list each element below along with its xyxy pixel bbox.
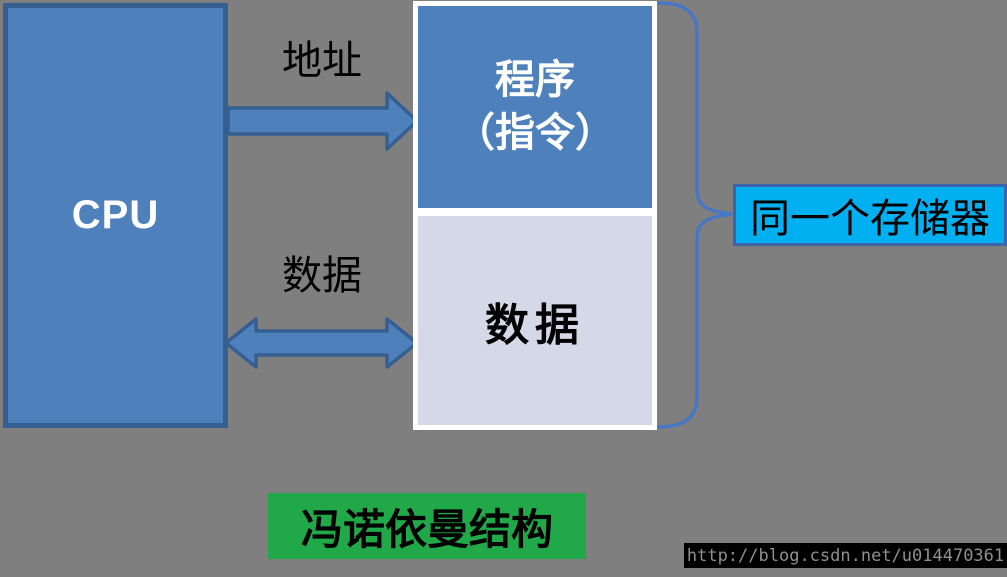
memory-program-label-line2: （指令） (455, 111, 615, 155)
caption-box: 冯诺依曼结构 (268, 493, 586, 559)
memory-program-section: 程序 （指令） (418, 6, 652, 208)
annotation-label: 同一个存储器 (750, 196, 990, 241)
address-bus-label: 地址 (282, 38, 362, 83)
memory-data-label: 数据 (485, 300, 585, 350)
memory-program-label-line1: 程序 (495, 58, 575, 103)
caption-label: 冯诺依曼结构 (300, 505, 553, 553)
memory-data-section: 数据 (418, 216, 652, 425)
curly-brace-icon (655, 1, 733, 429)
watermark: http://blog.csdn.net/u014470361 (684, 543, 1007, 568)
data-bus-label: 数据 (282, 253, 362, 298)
cpu-label: CPU (71, 193, 160, 237)
annotation-box: 同一个存储器 (733, 184, 1007, 246)
cpu-box: CPU (3, 3, 228, 428)
memory-box: 程序 （指令） 数据 (413, 1, 657, 430)
data-arrow-icon (224, 317, 419, 369)
watermark-text: http://blog.csdn.net/u014470361 (686, 545, 1005, 566)
address-arrow-icon (226, 91, 419, 151)
